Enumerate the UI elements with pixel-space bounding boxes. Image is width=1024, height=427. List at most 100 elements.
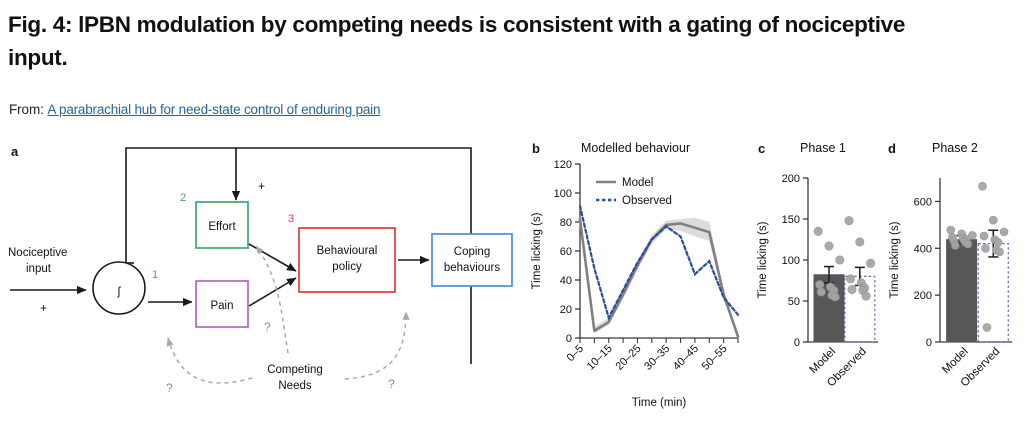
panel-b-y-tick-label: 40: [560, 275, 572, 287]
panel_d-datapoint: [988, 215, 998, 225]
panel_d-datapoint: [982, 323, 992, 332]
competing-needs-label-line1: Competing: [267, 364, 323, 376]
panel_c-datapoint: [815, 280, 825, 290]
source-prefix: From:: [9, 102, 44, 117]
arrow-effort-to-policy: [248, 243, 297, 272]
panel-b-title: Modelled behaviour: [581, 141, 691, 155]
dashed-arrow-needs-to-integrator: [166, 337, 253, 384]
panel-b-x-axis-title: Time (min): [632, 397, 687, 409]
panel_d-datapoint: [978, 181, 987, 191]
panel-b-y-tick-label: 100: [554, 188, 572, 200]
panel_d-datapoint: [946, 225, 956, 235]
panel_c-y-tick-label: 50: [788, 296, 800, 308]
panel_c-y-tick-label: 200: [782, 173, 800, 185]
panel_c-y-tick-label: 150: [782, 214, 800, 226]
node-coping-behaviours: [431, 233, 513, 287]
question-mark-middle: ?: [264, 320, 271, 334]
panel-b-x-tick-label: 30–35: [642, 343, 672, 373]
panel-b-series-model: [578, 217, 740, 338]
feedback-path-coping-to-integrator: [118, 147, 472, 364]
panel_d-datapoint: [999, 227, 1009, 237]
panel-a-letter: a: [11, 144, 19, 159]
panel-b-x-tick-label: 40–45: [671, 343, 701, 373]
node-policy-label-line1: Behavioural: [317, 245, 378, 257]
source-article-link[interactable]: A parabrachial hub for need-state contro…: [47, 102, 381, 117]
diagram-number-2: 2: [180, 192, 186, 204]
panel_c-datapoint: [855, 237, 865, 247]
figure-title: Fig. 4: lPBN modulation by competing nee…: [8, 12, 906, 70]
panel_d-y-tick-label: 400: [914, 243, 932, 255]
panel_c-datapoint: [824, 241, 834, 251]
panel-b-y-tick-label: 20: [560, 304, 572, 316]
panel-b-x-tick-label: 0–5: [565, 343, 586, 364]
panel-b-x-tick-label: 10–15: [585, 343, 615, 373]
panel_c-y-axis-title: Time licking (s): [757, 221, 769, 298]
panel_d-bar-model: [946, 239, 978, 343]
panel-a-diagram: a Nociceptive input + ∫ 1: [0, 138, 520, 422]
integrator-node: [92, 261, 146, 315]
panel_c-datapoint: [835, 255, 845, 265]
node-behavioural-policy: [298, 227, 396, 293]
panel_d-y-tick-label: 0: [926, 337, 932, 349]
panel-b-y-tick-label: 120: [554, 159, 572, 171]
question-mark-right: ?: [388, 377, 395, 391]
dashed-arrow-needs-to-effort: [255, 245, 289, 354]
panel_c-y-tick-label: 100: [782, 255, 800, 267]
panel_c-datapoint: [830, 292, 840, 302]
panel_d-datapoint: [968, 231, 977, 240]
panel-b-svg: 0 20 40 60 80 100 120 0–510–1520–2530–3540–4550…: [531, 159, 740, 409]
panel-d-letter: d: [888, 141, 896, 156]
panel_d-datapoint: [981, 243, 990, 253]
panel-b-x-tick-label: 20–25: [613, 343, 643, 373]
node-coping-label-line2: behaviours: [444, 262, 501, 274]
nociceptive-input-label-line2: input: [26, 263, 52, 275]
dashed-arrow-needs-to-coping: [344, 311, 410, 380]
diagram-number-3: 3: [288, 213, 294, 225]
panel_c-datapoint: [861, 291, 871, 301]
node-pain: [195, 280, 249, 328]
node-policy-label-line2: policy: [332, 261, 362, 273]
panel_c-datapoint: [866, 258, 876, 268]
panel_d-datapoint: [993, 238, 1003, 247]
panel_d-datapoint: [951, 241, 960, 250]
panel_d-datapoint: [995, 247, 1004, 257]
panel-b-y-tick-label: 60: [560, 246, 572, 258]
diagram-number-1: 1: [152, 269, 158, 281]
diagram-svg: Nociceptive input + ∫ 1 Effort 2 + Pain …: [8, 147, 513, 395]
integrator-symbol: ∫: [116, 286, 121, 298]
panel_d-category-label: Model: [940, 346, 971, 377]
node-effort-label: Effort: [208, 221, 236, 233]
panel-b-y-axis-title: Time licking (s): [531, 212, 543, 289]
panel-c-letter: c: [758, 141, 766, 156]
panel_c-datapoint: [846, 274, 856, 284]
panel-b-letter: b: [532, 141, 540, 156]
panel_c-datapoint: [844, 216, 854, 226]
node-effort: [195, 201, 249, 249]
panel_c-y-tick-label: 0: [794, 337, 800, 349]
panel_d-y-tick-label: 200: [914, 290, 932, 302]
nociceptive-input-label-line1: Nociceptive: [8, 247, 67, 259]
panel-b-error-band: [580, 214, 738, 338]
node-pain-label: Pain: [210, 300, 233, 312]
figure-source: From: A parabrachial hub for need-state …: [9, 102, 380, 117]
competing-needs-label-line2: Needs: [278, 380, 311, 392]
arrow-pain-to-policy: [248, 277, 297, 307]
panel_d-y-tick-label: 600: [914, 196, 932, 208]
panel-b-x-tick-label: 50–55: [700, 343, 730, 373]
panel-b-series-observed: [578, 204, 740, 321]
input-plus-sign: +: [40, 301, 47, 315]
panel-b-y-tick-label: 0: [566, 333, 572, 345]
panel-c-title: Phase 1: [800, 141, 846, 155]
panel-b-y-tick-label: 80: [560, 217, 572, 229]
panel_d-y-axis-title: Time licking (s): [889, 221, 901, 298]
panel-d-title: Phase 2: [932, 141, 978, 155]
effort-plus-sign: +: [258, 179, 265, 193]
panel-b-legend-label-observed: Observed: [622, 195, 672, 207]
panel_d-datapoint: [979, 231, 989, 241]
panel_c-datapoint: [847, 285, 857, 295]
